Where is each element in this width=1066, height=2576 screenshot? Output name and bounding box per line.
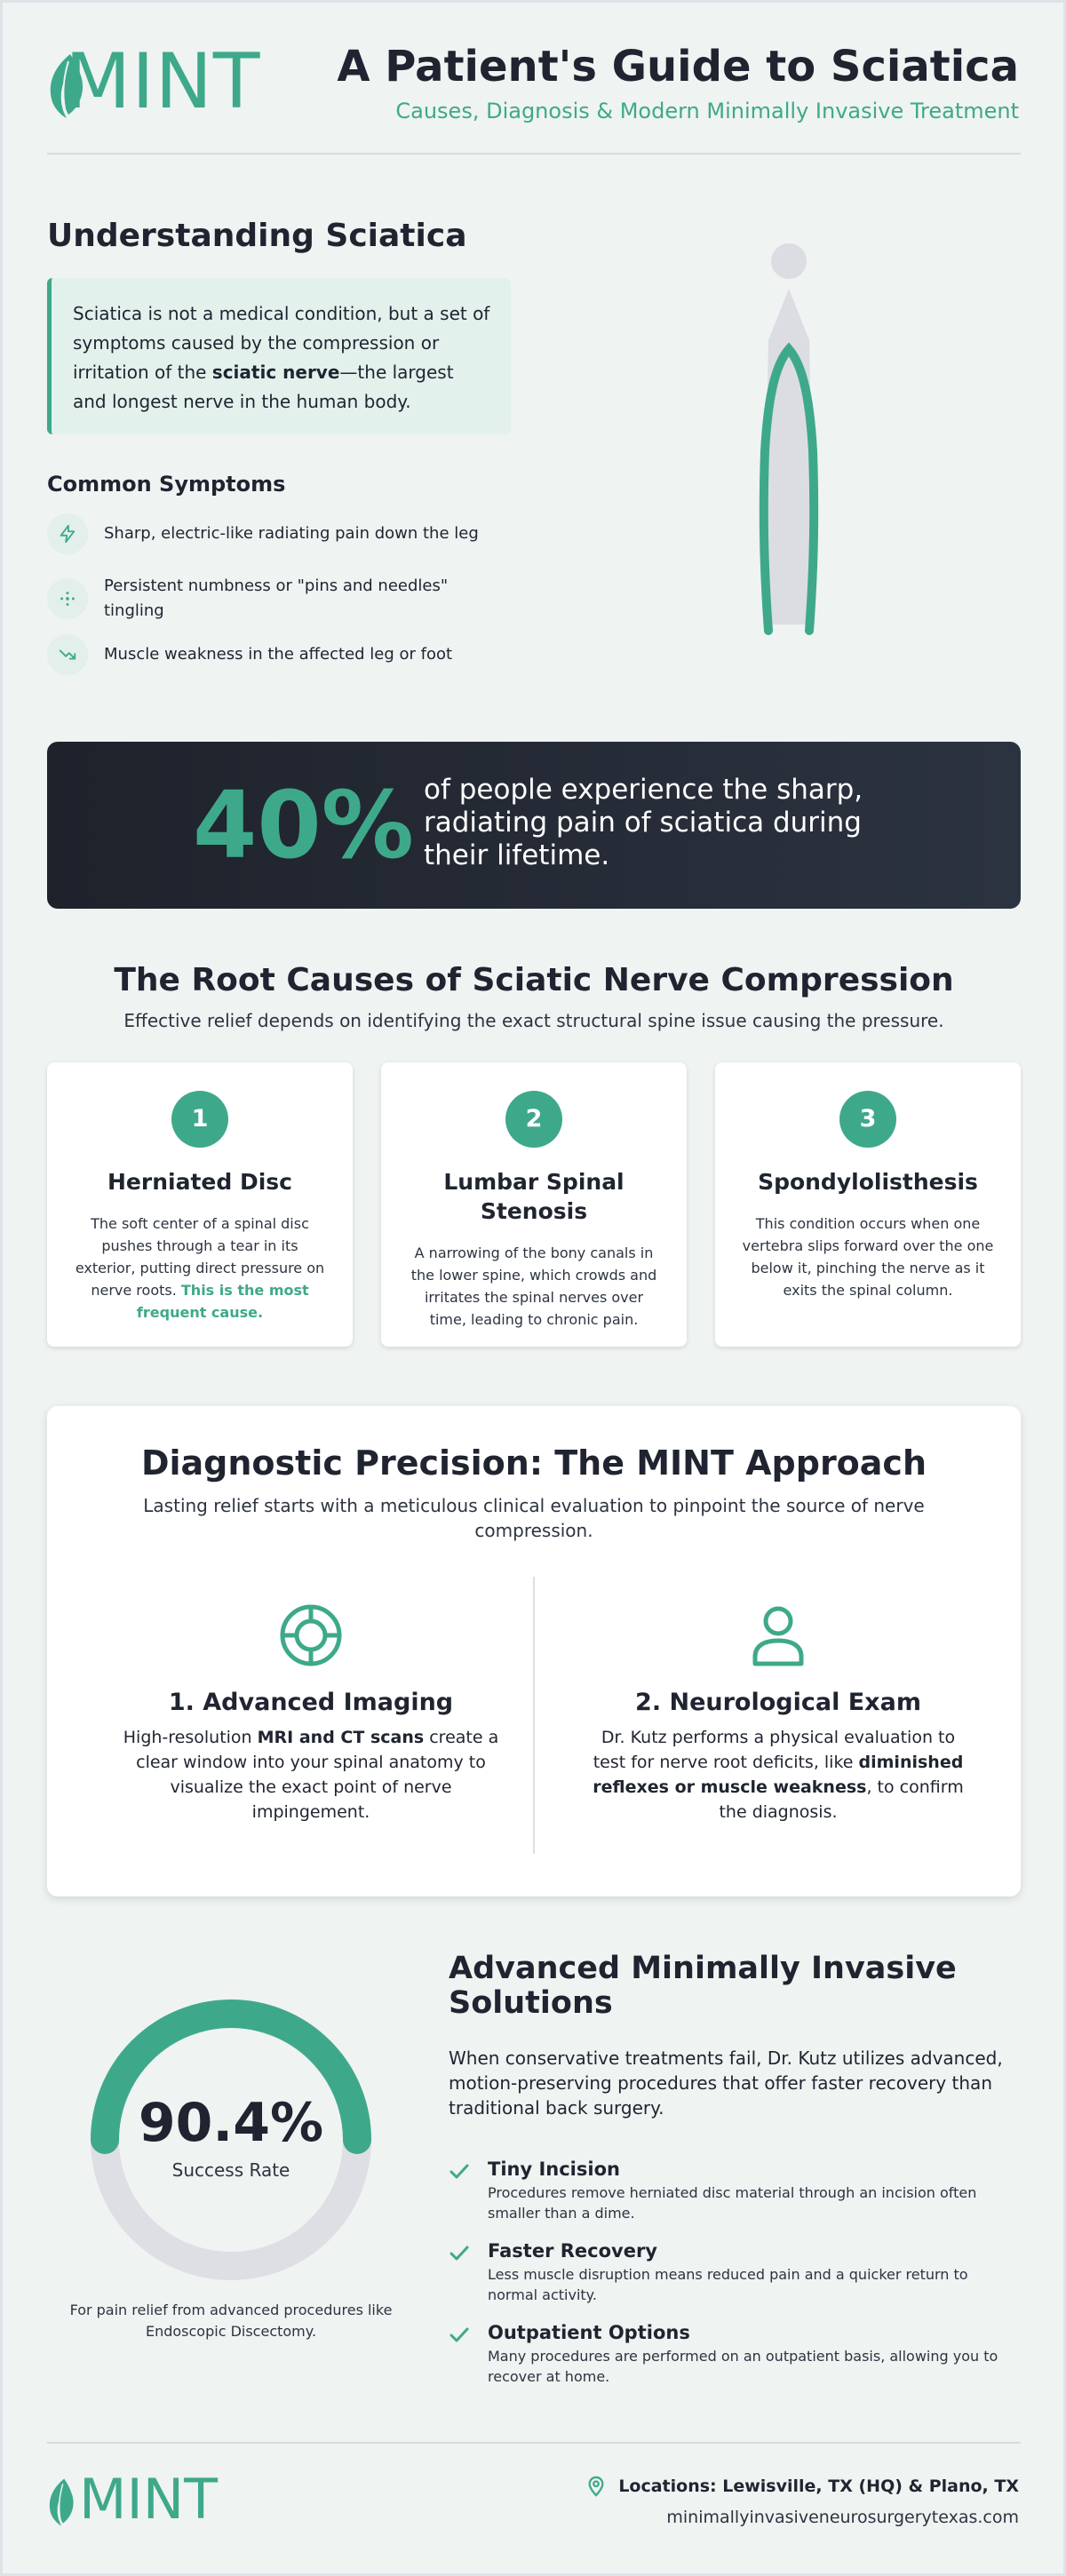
cause-highlight: This is the most frequent cause. [136,1282,309,1321]
symptom-item: Muscle weakness in the affected leg or f… [47,634,545,675]
diagnostic-title: 1. Advanced Imaging [168,1689,454,1716]
leaf-logo-icon [49,2478,74,2526]
cause-description: The soft center of a spinal disc pushes … [75,1215,325,1299]
symptom-item: Sharp, electric-like radiating pain down… [47,513,545,554]
stat-text: of people experience the sharp, radiatin… [424,774,863,871]
intro-text-bold: sciatic nerve [211,362,340,383]
feature-text: Less muscle disruption means reduced pai… [488,2266,968,2303]
diagnostic-heading: Diagnostic Precision: The MINT Approach [140,1443,927,1483]
symptom-text: Persistent numbness or "pins and needles… [104,576,449,620]
feature-title: Faster Recovery [488,2240,657,2262]
cause-title: Lumbar Spinal Stenosis [443,1169,624,1224]
feature-item: Tiny Incision Procedures remove herniate… [449,2158,1026,2223]
diagnostic-text: High-resolution MRI and CT scans create … [115,1725,506,1825]
diagnostic-panel: Diagnostic Precision: The MINT Approach … [47,1406,1021,1896]
trend-down-icon [47,634,88,675]
success-gauge [91,2000,371,2280]
feature-title: Outpatient Options [488,2322,690,2343]
body-silhouette-illustration [759,243,819,635]
tingle-dots-icon [47,578,88,619]
feature-text: Many procedures are performed on an outp… [488,2348,998,2385]
cause-number-badge: 2 [505,1091,562,1148]
causes-subheading: Effective relief depends on identifying … [123,1010,944,1031]
cause-text: This condition occurs when one vertebra … [742,1212,994,1301]
footer-locations: Locations: Lewisville, TX (HQ) & Plano, … [586,2476,1019,2497]
feature-item: Faster Recovery Less muscle disruption m… [449,2239,1026,2305]
causes-heading: The Root Causes of Sciatic Nerve Compres… [114,962,954,998]
cause-text: The soft center of a spinal disc pushes … [74,1212,326,1324]
gauge-note: For pain relief from advanced procedures… [69,2302,393,2340]
checkmark-icon [449,2327,469,2342]
diagnostic-item: 1. Advanced Imaging High-resolution MRI … [102,1603,520,1825]
leaf-logo-icon [50,54,84,118]
diagnostic-text: Dr. Kutz performs a physical evaluation … [583,1725,974,1825]
column-divider [533,1577,535,1854]
infographic-page: MINT A Patient's Guide to Sciatica Cause… [3,3,1063,2573]
cause-card: 2 Lumbar Spinal Stenosis A narrowing of … [381,1062,687,1347]
cause-title: Spondylolisthesis [758,1169,978,1195]
intro-text-start: Sciatica is not a medical condition, but… [73,303,490,383]
gauge-label: Success Rate [171,2159,290,2181]
feature-item: Outpatient Options Many procedures are p… [449,2321,1026,2387]
understanding-callout: Sciatica is not a medical condition, but… [47,278,511,434]
cause-card: 1 Herniated Disc The soft center of a sp… [47,1062,353,1347]
stat-value: 40% [193,771,414,879]
diagnostic-item: 2. Neurological Exam Dr. Kutz performs a… [569,1603,987,1825]
cause-description: This condition occurs when one vertebra … [742,1215,994,1299]
footer-divider [47,2442,1021,2444]
diagnostic-text-bold: MRI and CT scans [257,1728,425,1747]
gauge-arc [91,2000,371,2154]
diagnostic-text-bold: diminished reflexes or muscle weakness [593,1753,964,1797]
diagnostic-text-start: High-resolution [123,1728,258,1747]
lightning-icon [47,513,88,554]
diagnostic-title: 2. Neurological Exam [635,1689,921,1716]
checkmark-icon [449,2164,469,2179]
crosshair-icon [280,1604,342,1666]
feature-title: Tiny Incision [488,2159,620,2180]
diagnostic-text-end: , to confirm the diagnosis. [719,1777,964,1822]
gauge-value: 90.4% [138,2092,324,2154]
website-link[interactable]: minimallyinvasiveneurosurgerytexas.com [666,2508,1019,2527]
footer-logo-text: MINT [79,2467,219,2532]
cause-description: A narrowing of the bony canals in the lo… [410,1244,657,1328]
symptom-text: Sharp, electric-like radiating pain down… [104,524,479,543]
symptom-text: Muscle weakness in the affected leg or f… [104,645,453,664]
symptoms-heading: Common Symptoms [47,472,286,497]
cause-text: A narrowing of the bony canals in the lo… [408,1242,660,1331]
person-icon [752,1606,804,1666]
diagnostic-subheading: Lasting relief starts with a meticulous … [143,1495,925,1541]
intro-text-end: —the largest and longest nerve in the hu… [73,362,454,412]
symptom-item: Persistent numbness or "pins and needles… [47,574,545,624]
understanding-heading: Understanding Sciatica [47,218,467,254]
header-divider [47,153,1021,155]
page-subtitle: Causes, Diagnosis & Modern Minimally Inv… [395,99,1019,123]
feature-text: Procedures remove herniated disc materia… [488,2184,977,2222]
cause-number-badge: 3 [839,1091,896,1148]
diagnostic-text-start: Dr. Kutz performs a physical evaluation … [593,1728,956,1772]
stat-banner: 40% of people experience the sharp, radi… [47,742,1021,909]
page-title: A Patient's Guide to Sciatica [337,42,1019,91]
diagnostic-text-end: create a clear window into your spinal a… [136,1728,499,1822]
solutions-intro: When conservative treatments fail, Dr. K… [449,2047,1003,2119]
checkmark-icon [449,2246,469,2261]
solutions-heading: Advanced Minimally Invasive Solutions [449,1951,957,2021]
cause-title: Herniated Disc [107,1169,292,1195]
logo-text: MINT [65,37,261,126]
cause-number-badge: 1 [171,1091,228,1148]
locations-text: Locations: Lewisville, TX (HQ) & Plano, … [618,2477,1019,2496]
location-pin-icon [588,2476,604,2497]
cause-card: 3 Spondylolisthesis This condition occur… [715,1062,1021,1347]
